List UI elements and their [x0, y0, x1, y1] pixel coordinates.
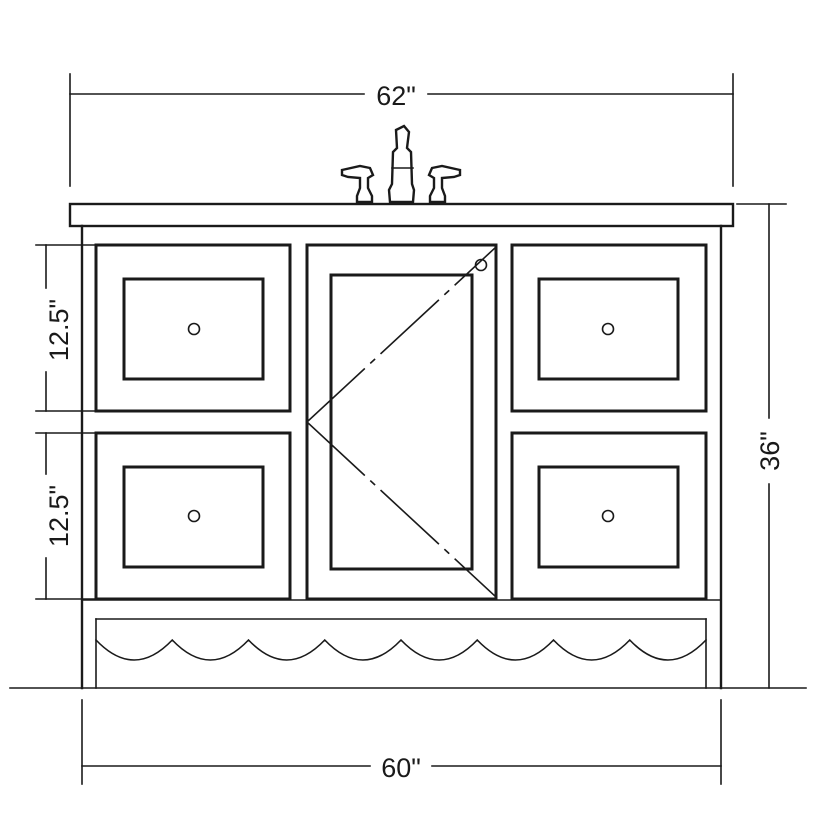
faucet-left-handle: [340, 164, 375, 204]
door-panel: [305, 243, 498, 601]
drawer-panel: [94, 243, 292, 413]
lower-drawer-height-label: 12.5": [44, 485, 74, 547]
drawer-inset: [122, 465, 265, 569]
top-width-label: 62": [376, 81, 416, 111]
upper-drawer-height-label: 12.5": [44, 299, 74, 361]
drawer-upper-left: [94, 243, 292, 413]
dimension-top-width: 62": [69, 73, 734, 187]
drawer-knob: [601, 322, 615, 336]
faucet-spout: [387, 124, 416, 204]
height-label: 36": [755, 431, 785, 471]
apron-scallop-edge: [94, 638, 708, 661]
door-swing-line-upper: [305, 245, 498, 424]
dimension-lower-drawer: 12.5": [35, 432, 97, 600]
dimension-upper-drawer: 12.5": [35, 244, 97, 412]
dimension-bottom-width: 60": [81, 699, 722, 785]
drawer-upper-right: [510, 243, 708, 413]
drawer-lower-right: [510, 431, 708, 601]
drawer-inset: [537, 465, 680, 569]
drawer-panel: [510, 431, 708, 601]
drawer-knob: [601, 509, 615, 523]
bottom-width-label: 60": [381, 753, 421, 783]
drawer-panel: [94, 431, 292, 601]
faucet-right-handle: [427, 164, 462, 204]
scalloped-apron: [94, 618, 708, 689]
drawer-panel: [510, 243, 708, 413]
drawer-inset: [122, 277, 265, 381]
drawer-knob: [187, 509, 201, 523]
center-door: [305, 243, 498, 601]
drawer-knob: [187, 322, 201, 336]
door-inset: [329, 273, 474, 571]
drawer-lower-left: [94, 431, 292, 601]
door-swing-line-lower: [305, 420, 498, 599]
dimension-height: 36": [736, 203, 787, 689]
countertop: [68, 202, 735, 228]
drawer-inset: [537, 277, 680, 381]
faucet: [340, 124, 462, 204]
